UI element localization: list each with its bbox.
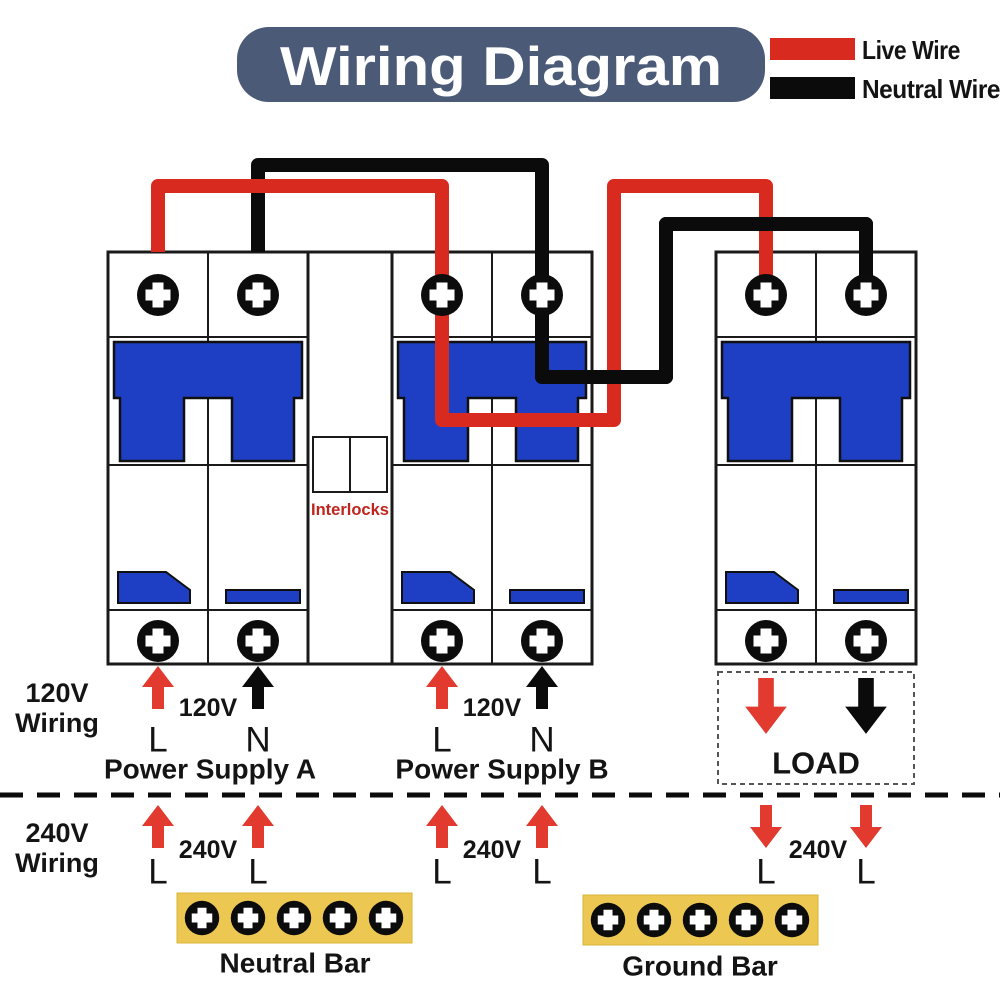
screw-terminal-icon	[237, 620, 279, 662]
label-240v-wiring-line1: 240V	[25, 818, 88, 848]
screw-terminal-icon	[323, 901, 357, 935]
supply-b-240v-l1: L	[432, 853, 451, 892]
screw-terminal-icon	[745, 620, 787, 662]
live-wire-swatch-icon	[770, 38, 855, 60]
neutral-wire-swatch-icon	[770, 77, 855, 99]
live-up-arrow-icon	[426, 805, 458, 848]
breaker-assembly: Interlocks	[106, 250, 594, 666]
load-outline-box	[717, 671, 915, 785]
screw-terminal-icon	[845, 620, 887, 662]
screw-terminal-icon	[421, 620, 463, 662]
neutral-up-arrow-icon	[526, 666, 558, 709]
section-240v: 240V Wiring 240V L L 240V L L 240V L L	[15, 805, 882, 892]
live-down-arrow-icon	[745, 678, 787, 734]
screw-terminal-icon	[775, 903, 809, 937]
screw-terminal-icon	[277, 901, 311, 935]
screw-terminal-icon	[237, 274, 279, 316]
ground-bar-label: Ground Bar	[622, 951, 778, 982]
screw-terminal-icon	[185, 901, 219, 935]
label-120v-wiring-line1: 120V	[25, 678, 88, 708]
screw-terminal-icon	[637, 903, 671, 937]
ground-bar: Ground Bar	[582, 894, 819, 982]
interlocks-label: Interlocks	[311, 501, 389, 519]
wires	[151, 158, 873, 427]
supply-b-240v-l2: L	[532, 853, 551, 892]
supply-a-neutral-label: N	[245, 721, 270, 760]
label-240v-wiring-line2: Wiring	[15, 848, 99, 878]
live-up-arrow-icon	[242, 805, 274, 848]
screw-terminal-icon	[421, 274, 463, 316]
breaker-supply-b	[390, 250, 594, 666]
supply-b-live-label: L	[432, 721, 451, 760]
screw-terminal-icon	[369, 901, 403, 935]
supply-a-240v-label: 240V	[179, 836, 238, 864]
breaker-supply-a	[106, 250, 310, 666]
live-up-arrow-icon	[426, 666, 458, 709]
supply-a-live-label: L	[148, 721, 167, 760]
section-120v: 120V Wiring 120V L N Power Supply A 120V…	[15, 666, 609, 785]
load-label: LOAD	[772, 746, 860, 781]
screw-terminal-icon	[729, 903, 763, 937]
load-240v-label: 240V	[789, 836, 848, 864]
live-down-arrow-icon	[850, 805, 882, 848]
breaker-load	[714, 250, 918, 666]
live-down-arrow-icon	[750, 805, 782, 848]
screw-terminal-icon	[683, 903, 717, 937]
neutral-down-arrow-icon	[845, 678, 887, 734]
screw-terminal-icon	[845, 274, 887, 316]
screw-terminal-icon	[591, 903, 625, 937]
supply-a-120v-label: 120V	[179, 694, 238, 722]
screw-terminal-icon	[231, 901, 265, 935]
screw-terminal-icon	[521, 620, 563, 662]
load-section: LOAD	[717, 671, 915, 785]
supply-a-240v-l1: L	[148, 853, 167, 892]
neutral-up-arrow-icon	[242, 666, 274, 709]
neutral-bar: Neutral Bar	[176, 892, 413, 979]
live-wire	[151, 179, 773, 427]
supply-b-neutral-label: N	[529, 721, 554, 760]
page-title: Wiring Diagram	[280, 35, 722, 97]
label-120v-wiring-line2: Wiring	[15, 708, 99, 738]
supply-a-name: Power Supply A	[104, 754, 316, 785]
legend-live-label: Live Wire	[862, 35, 960, 65]
supply-b-240v-label: 240V	[463, 836, 522, 864]
title-banner: Wiring Diagram	[237, 27, 765, 102]
live-up-arrow-icon	[142, 805, 174, 848]
load-240v-l2: L	[856, 853, 875, 892]
live-up-arrow-icon	[142, 666, 174, 709]
supply-b-120v-label: 120V	[463, 694, 522, 722]
supply-b-name: Power Supply B	[395, 754, 608, 785]
screw-terminal-icon	[137, 620, 179, 662]
screw-terminal-icon	[745, 274, 787, 316]
title-banner-shape	[237, 27, 765, 102]
legend: Live Wire Neutral Wire	[770, 35, 1000, 104]
live-up-arrow-icon	[526, 805, 558, 848]
supply-a-240v-l2: L	[248, 853, 267, 892]
legend-neutral-label: Neutral Wire	[862, 74, 1000, 104]
neutral-bar-label: Neutral Bar	[220, 948, 371, 979]
load-240v-l1: L	[756, 853, 775, 892]
neutral-wire-overpass	[535, 217, 873, 384]
screw-terminal-icon	[521, 274, 563, 316]
screw-terminal-icon	[137, 274, 179, 316]
